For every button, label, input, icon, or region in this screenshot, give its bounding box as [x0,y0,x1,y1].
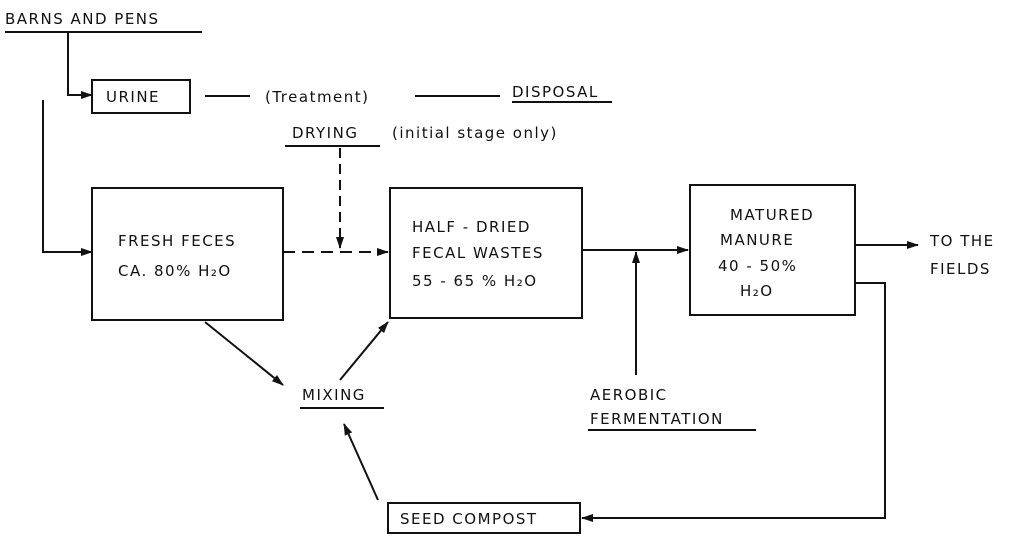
edge-mixing-half [339,321,389,381]
fresh-feces-box [91,187,284,321]
aerobic-line1: AEROBIC [590,386,668,404]
fresh-feces-line2: CA. 80% H₂O [118,262,232,280]
edge-barns-urine [67,32,93,99]
matured-line4: H₂O [740,282,774,300]
half-dried-line3: 55 - 65 % H₂O [412,272,538,290]
edge-barns-feces [42,100,93,256]
matured-manure-box [689,184,856,316]
fresh-feces-line1: FRESH FECES [118,232,236,250]
half-dried-box [389,187,583,319]
barns-label: BARNS AND PENS [5,10,160,28]
matured-line1: MATURED [730,206,814,224]
edge-fresh-mixing [204,321,284,386]
fields-line2: FIELDS [930,260,991,278]
seed-compost-label: SEED COMPOST [400,510,538,528]
disposal-label: DISPOSAL [512,83,599,101]
edge-seed-mixing [343,423,379,501]
urine-box [91,79,191,114]
treatment-label: (Treatment) [265,88,370,106]
aerobic-line2: FERMENTATION [590,410,724,428]
fields-line1: TO THE [929,232,995,250]
seed-compost-box [387,502,581,534]
matured-line3: 40 - 50% [718,257,797,275]
edge-matured-seed [581,282,886,522]
matured-line2: MANURE [720,231,794,249]
half-dried-line1: HALF - DRIED [412,218,531,236]
urine-label: URINE [106,88,160,106]
half-dried-line2: FECAL WASTES [412,244,544,262]
drying-label: DRYING [292,124,358,142]
drying-note: (initial stage only) [392,124,558,142]
mixing-label: MIXING [302,386,366,404]
